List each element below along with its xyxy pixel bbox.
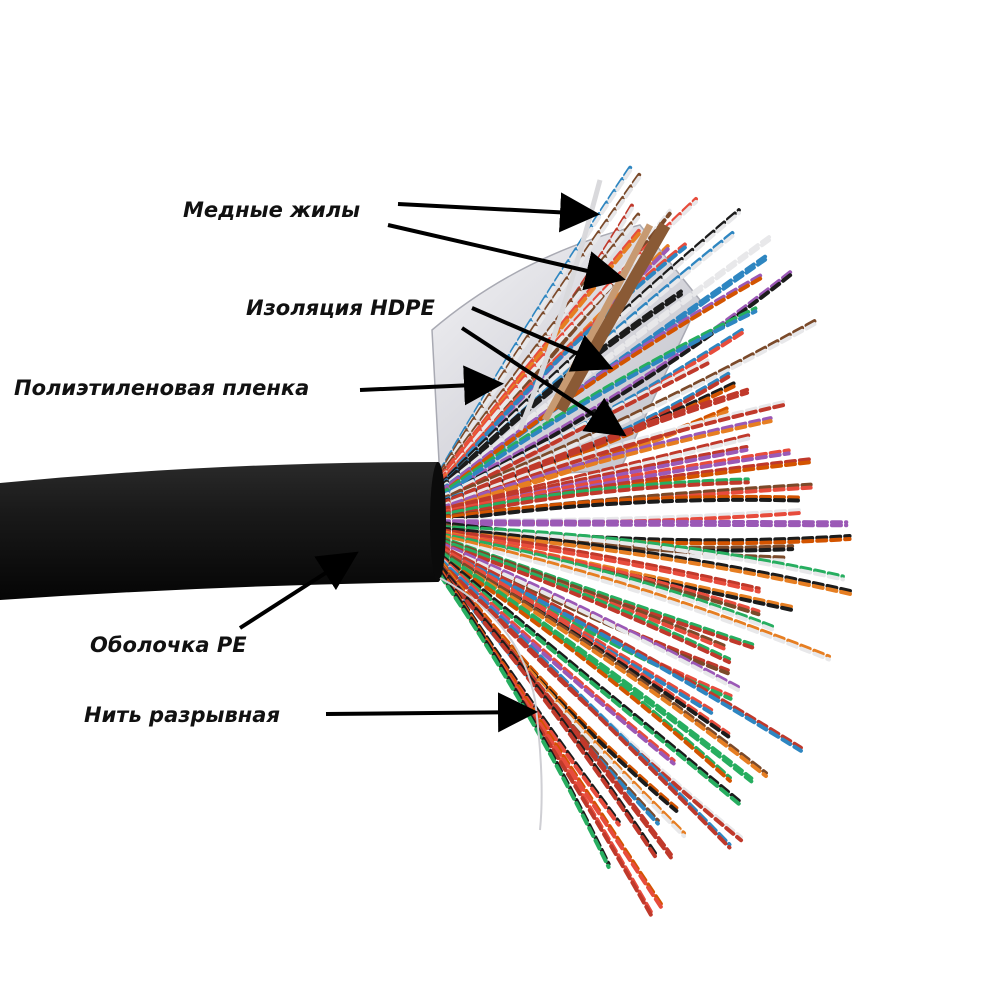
- twisted-wire: [438, 555, 743, 808]
- twisted-wire: [438, 567, 657, 859]
- twisted-wire: [438, 419, 773, 514]
- twisted-wire: [438, 548, 768, 776]
- twisted-wire: [438, 556, 732, 847]
- twisted-wire: [438, 519, 849, 525]
- label-hdpe-insulation: Изоляция HDPE: [246, 296, 435, 320]
- cable-sheath: [0, 462, 438, 600]
- twisted-wire: [438, 447, 749, 517]
- arrow-film: [359, 365, 504, 406]
- twisted-wire: [438, 387, 750, 506]
- twisted-wire: [438, 533, 831, 659]
- label-pe-sheath: Оболочка PE: [90, 633, 247, 657]
- twisted-wire: [438, 245, 687, 489]
- twisted-wire: [438, 444, 749, 514]
- arrow-ripcord: [325, 692, 538, 733]
- twisted-wire: [438, 494, 805, 521]
- twisted-wire: [438, 292, 683, 493]
- twisted-wire: [438, 541, 743, 691]
- twisted-wire: [438, 554, 676, 763]
- twisted-wire: [438, 269, 794, 496]
- sheath-end: [430, 462, 446, 582]
- twisted-wire: [438, 448, 791, 515]
- twisted-wire: [438, 526, 857, 594]
- twisted-wire: [438, 358, 710, 501]
- twisted-wire: [438, 552, 743, 805]
- twisted-wire: [438, 525, 845, 579]
- twisted-wire: [438, 272, 765, 495]
- twisted-wire: [438, 559, 732, 850]
- twisted-wire: [438, 543, 803, 750]
- twisted-wire: [438, 477, 750, 518]
- twisted-wire: [438, 536, 831, 662]
- label-polyethylene-film: Полиэтиленовая пленка: [14, 376, 310, 400]
- arrow-copper-2: [387, 223, 626, 291]
- arrow-copper-1: [397, 192, 600, 233]
- arrow-sheath: [238, 551, 359, 630]
- twisted-wire: [438, 522, 849, 528]
- twisted-wire: [438, 416, 773, 511]
- twisted-wire: [438, 409, 729, 511]
- twisted-wire: [438, 497, 805, 524]
- copper-conductor-tan: [541, 223, 654, 422]
- twisted-wire: [438, 546, 803, 753]
- arrow-hdpe-2: [460, 326, 627, 437]
- twisted-wire: [438, 541, 732, 665]
- copper-conductor-brown: [554, 221, 671, 413]
- twisted-wire: [438, 544, 743, 694]
- twisted-wire: [438, 551, 768, 779]
- twisted-wire: [438, 554, 732, 783]
- label-copper-conductors: Медные жилы: [183, 198, 361, 222]
- twisted-wire: [438, 538, 732, 662]
- twisted-wire: [438, 532, 777, 630]
- twisted-wire: [438, 400, 786, 509]
- twisted-wire: [438, 275, 765, 498]
- twisted-wire: [438, 527, 761, 591]
- twisted-wire: [438, 546, 731, 736]
- arrow-hdpe-1: [471, 306, 614, 372]
- label-ripcord: Нить разрывная: [84, 703, 280, 727]
- twisted-wire: [438, 406, 729, 508]
- twisted-wire: [438, 317, 821, 502]
- twisted-wire: [438, 551, 732, 780]
